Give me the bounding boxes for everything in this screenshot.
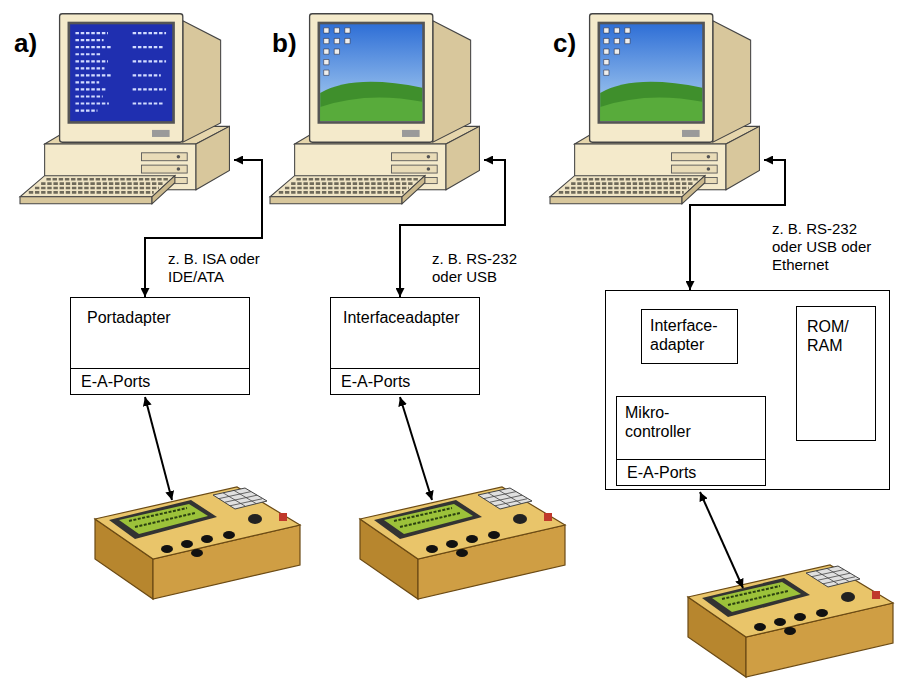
adapter-box: InterfaceadapterE-A-Ports [330, 297, 480, 395]
computer-c [550, 14, 759, 204]
port-band: E-A-Ports [71, 368, 249, 394]
desktop-screen [320, 24, 422, 121]
device [360, 487, 565, 599]
bus-label: z. B. RS-232 oder USB [432, 250, 542, 286]
panel-letter: c) [553, 28, 593, 59]
port-band: E-A-Ports [617, 459, 765, 485]
bus-arrow [690, 160, 785, 290]
computer [550, 14, 759, 204]
box-label: Portadapter [87, 308, 171, 327]
device [688, 565, 893, 677]
desktop-screen [600, 24, 702, 121]
panel-letter: a) [14, 28, 54, 59]
controller-box: Mikro- controllerE-A-Ports [616, 396, 766, 486]
port-band: E-A-Ports [331, 368, 479, 394]
device [95, 487, 300, 599]
panel-letter: b) [272, 28, 312, 59]
memory-box: ROM/ RAM [796, 306, 876, 441]
device-a [95, 487, 300, 599]
adapter-box: Interface- adapter [641, 309, 738, 364]
port-arrow [400, 397, 432, 500]
port-arrow [700, 492, 743, 588]
computer [20, 14, 229, 204]
box-label: E-A-Ports [81, 372, 150, 391]
box-label: ROM/ RAM [807, 317, 857, 355]
port-arrow [145, 397, 172, 500]
box-label: Mikro- controller [625, 403, 720, 441]
computer-a [20, 14, 229, 204]
computer [270, 14, 479, 204]
box-label: Interface- adapter [650, 316, 729, 354]
controller-unit: Interface- adapter ROM/ RAM Mikro- control… [605, 290, 890, 490]
bus-label: z. B. ISA oder IDE/ATA [168, 250, 278, 286]
adapter-box: PortadapterE-A-Ports [70, 297, 250, 395]
computer-b [270, 14, 479, 204]
box-label: Interfaceadapter [343, 308, 460, 327]
device-c [688, 565, 893, 677]
dos-screen [70, 24, 172, 121]
box-label: E-A-Ports [627, 463, 696, 482]
device-b [360, 487, 565, 599]
box-label: E-A-Ports [341, 372, 410, 391]
bus-label: z. B. RS-232 oder USB oder Ethernet [772, 220, 884, 274]
